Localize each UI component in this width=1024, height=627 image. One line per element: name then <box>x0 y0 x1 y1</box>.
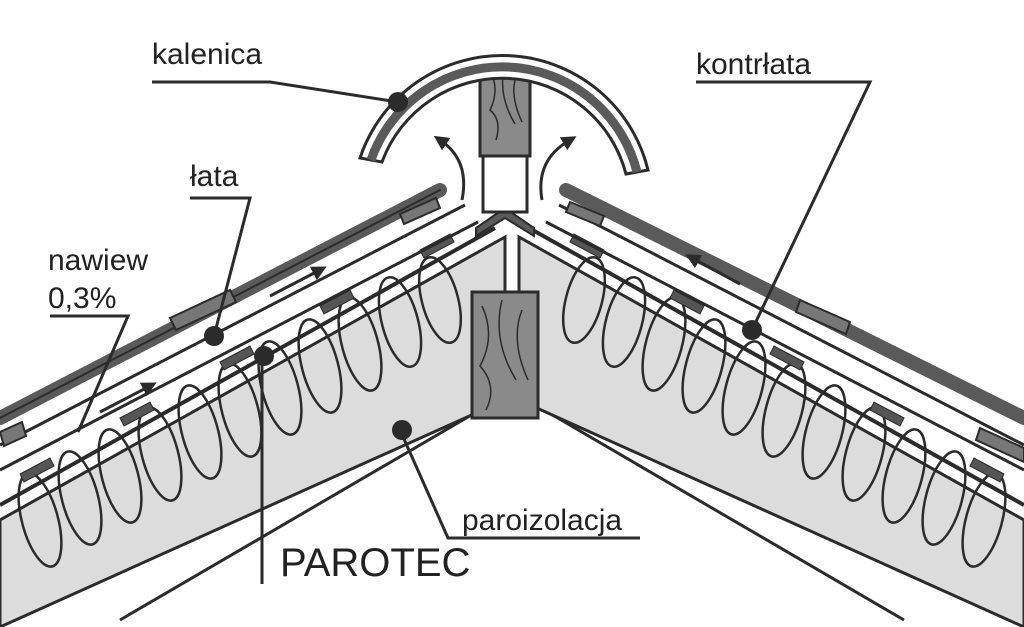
roof-sheet-right <box>559 183 1024 464</box>
label-ridge: kalenica <box>152 38 262 71</box>
airflow-arrows <box>99 135 741 414</box>
leaders <box>50 80 873 584</box>
roof-sheet-left <box>0 183 447 448</box>
label-counter-batten: kontrłata <box>696 48 811 81</box>
vapor-barrier-dot <box>392 420 412 440</box>
vent-gap-right <box>545 203 1024 472</box>
counter-batten-dot <box>742 320 762 340</box>
label-membrane: PAROTEC <box>280 541 470 585</box>
membrane-dot <box>254 346 274 366</box>
membrane-left <box>0 226 496 507</box>
ridge-cap <box>358 54 650 176</box>
leader-dots <box>204 92 762 440</box>
membrane-right <box>528 226 1024 507</box>
batten-dot <box>204 326 224 346</box>
label-vapor-barrier: paroizolacja <box>462 504 622 537</box>
label-intake-line2: 0,3% <box>48 282 116 315</box>
label-intake-line1: nawiew <box>48 244 148 277</box>
ridge-dot <box>388 92 408 112</box>
label-batten: łata <box>190 160 239 193</box>
